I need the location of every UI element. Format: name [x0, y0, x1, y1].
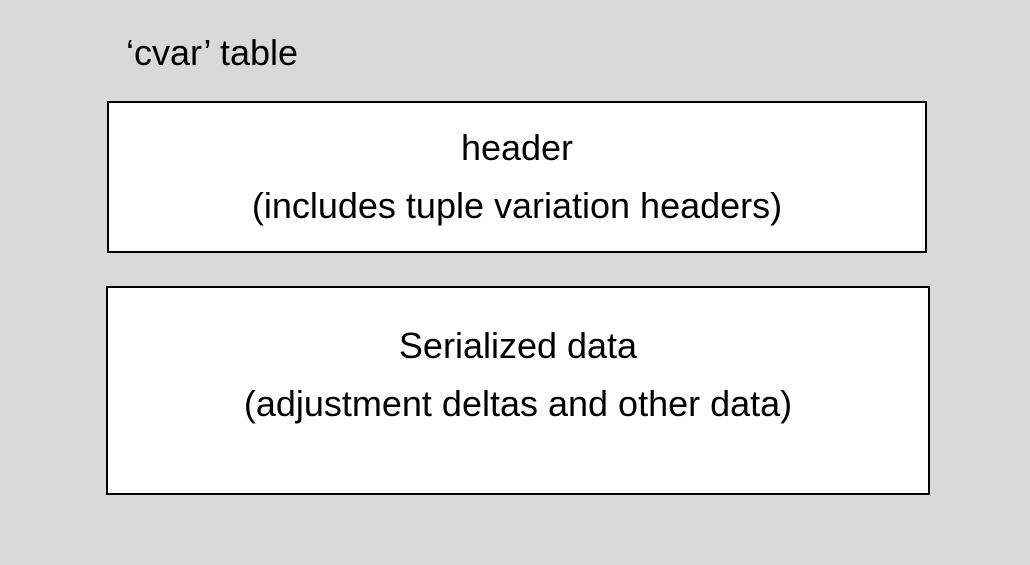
serialized-data-box-title: Serialized data [398, 325, 638, 366]
diagram-title: ‘cvar’ table [126, 32, 299, 73]
header-box-title: header [460, 127, 574, 168]
serialized-data-box: Serialized data (adjustment deltas and o… [106, 286, 930, 495]
header-box: header (includes tuple variation headers… [107, 101, 927, 253]
serialized-data-box-subtitle: (adjustment deltas and other data) [243, 383, 793, 424]
header-box-subtitle: (includes tuple variation headers) [251, 185, 783, 226]
